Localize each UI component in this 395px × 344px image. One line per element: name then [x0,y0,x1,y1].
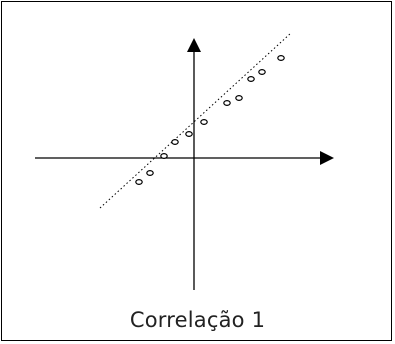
data-point [171,139,179,146]
data-point [247,75,255,82]
data-point [277,54,285,61]
data-point [258,68,266,75]
data-point [146,170,154,177]
data-point [200,118,208,125]
y-axis-arrow [187,38,201,52]
x-axis-arrow [320,151,334,165]
data-point [185,131,193,138]
data-point [135,179,143,186]
data-point [235,94,243,101]
chart-caption: Correlação 1 [129,308,266,332]
trend-line [99,32,292,209]
data-point [223,99,231,106]
data-point [160,153,168,160]
figure-frame [1,1,392,341]
